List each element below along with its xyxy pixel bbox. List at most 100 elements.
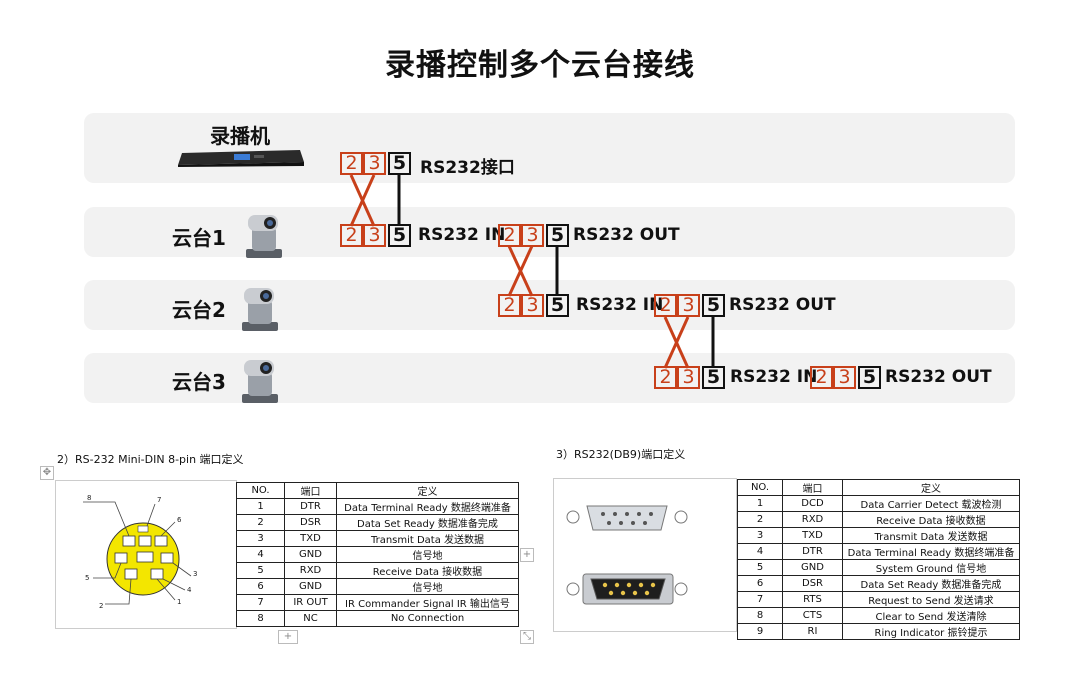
camera-label-3: 云台3 bbox=[172, 370, 226, 394]
camera-row-2 bbox=[84, 280, 1015, 330]
pin-2: 2 bbox=[340, 152, 363, 175]
camera-label-1: 云台1 bbox=[172, 226, 226, 250]
pin-3: 3 bbox=[521, 224, 544, 247]
mini-din-pin-label: 2 bbox=[99, 602, 103, 610]
mini-din-pin-label: 3 bbox=[193, 570, 197, 578]
pin-5: 5 bbox=[858, 366, 881, 389]
mini-din-pin-label: 8 bbox=[87, 494, 91, 502]
table-cell: 9 bbox=[737, 623, 783, 640]
table-cell: NC bbox=[284, 610, 337, 627]
page-title: 录播控制多个云台接线 bbox=[385, 48, 695, 83]
table-cell: RXD bbox=[284, 562, 337, 579]
ptz-camera-icon bbox=[246, 215, 282, 258]
table-cell: 3 bbox=[236, 530, 285, 547]
column-header: 端口 bbox=[782, 479, 843, 496]
pin-3: 3 bbox=[677, 294, 700, 317]
db9-caption: 3）RS232(DB9)端口定义 bbox=[556, 448, 686, 461]
table-cell: RTS bbox=[782, 591, 843, 608]
pin-3: 3 bbox=[521, 294, 544, 317]
move-handle-icon[interactable]: ✥ bbox=[40, 466, 54, 480]
table-cell: Data Carrier Detect 载波检测 bbox=[842, 495, 1020, 512]
mini-din-pin-label: 1 bbox=[177, 598, 181, 606]
camera-row-1 bbox=[84, 207, 1015, 257]
table-header-row: NO. 端口 定义 bbox=[737, 479, 1020, 496]
db9-connector-diagram bbox=[566, 505, 688, 605]
recorder-device-icon bbox=[178, 150, 304, 167]
table-cell: Receive Data 接收数据 bbox=[842, 511, 1020, 528]
table-cell: GND bbox=[284, 578, 337, 595]
add-row-icon[interactable]: + bbox=[278, 630, 298, 644]
table-cell: 4 bbox=[236, 546, 285, 563]
pin-5: 5 bbox=[388, 152, 411, 175]
table-cell: 5 bbox=[737, 559, 783, 576]
pin-3: 3 bbox=[677, 366, 700, 389]
pin-5: 5 bbox=[702, 366, 725, 389]
table-cell: CTS bbox=[782, 607, 843, 624]
table-cell: 8 bbox=[236, 610, 285, 627]
camera-label-2: 云台2 bbox=[172, 298, 226, 322]
table-cell: 信号地 bbox=[336, 546, 519, 563]
table-cell: System Ground 信号地 bbox=[842, 559, 1020, 576]
pin-2: 2 bbox=[654, 366, 677, 389]
table-cell: Data Set Ready 数据准备完成 bbox=[336, 514, 519, 531]
mini-din-pin-label: 7 bbox=[157, 496, 161, 504]
table-cell: 6 bbox=[236, 578, 285, 595]
mini-din-pin-label: 5 bbox=[85, 574, 89, 582]
table-cell: 5 bbox=[236, 562, 285, 579]
table-cell: 4 bbox=[737, 543, 783, 560]
pin-3: 3 bbox=[833, 366, 856, 389]
camera-1-in-label: RS232 IN bbox=[418, 225, 506, 245]
pin-2: 2 bbox=[810, 366, 833, 389]
table-cell: RXD bbox=[782, 511, 843, 528]
table-cell: Transmit Data 发送数据 bbox=[842, 527, 1020, 544]
recorder-row bbox=[84, 113, 1015, 183]
camera-3-in-label: RS232 IN bbox=[730, 367, 818, 387]
table-cell: Clear to Send 发送清除 bbox=[842, 607, 1020, 624]
pin-5: 5 bbox=[546, 294, 569, 317]
table-cell: DSR bbox=[782, 575, 843, 592]
table-cell: TXD bbox=[284, 530, 337, 547]
recorder-label: 录播机 bbox=[210, 124, 270, 148]
table-cell: DTR bbox=[782, 543, 843, 560]
column-header: 定义 bbox=[842, 479, 1020, 496]
table-cell: Ring Indicator 振铃提示 bbox=[842, 623, 1020, 640]
table-cell: 3 bbox=[737, 527, 783, 544]
pin-5: 5 bbox=[388, 224, 411, 247]
table-cell: 1 bbox=[236, 498, 285, 515]
camera-2-out-label: RS232 OUT bbox=[729, 295, 836, 315]
mini-din-connector-diagram: 8 7 6 5 3 4 2 1 bbox=[83, 494, 197, 610]
resize-handle-icon[interactable]: ⤡ bbox=[520, 630, 534, 644]
table-cell: Transmit Data 发送数据 bbox=[336, 530, 519, 547]
table-cell: GND bbox=[284, 546, 337, 563]
column-header: 定义 bbox=[336, 482, 519, 499]
ptz-camera-icon bbox=[242, 288, 278, 331]
table-cell: Receive Data 接收数据 bbox=[336, 562, 519, 579]
table-cell: 7 bbox=[236, 594, 285, 611]
add-column-icon[interactable]: + bbox=[520, 548, 534, 562]
column-header: NO. bbox=[737, 479, 783, 496]
column-header: NO. bbox=[236, 482, 285, 499]
camera-1-out-label: RS232 OUT bbox=[573, 225, 680, 245]
mini-din-pin-label: 4 bbox=[187, 586, 192, 594]
mini-din-caption: 2）RS-232 Mini-DIN 8-pin 端口定义 bbox=[57, 453, 244, 466]
table-cell: Data Terminal Ready 数据终端准备 bbox=[842, 543, 1020, 560]
table-cell: 2 bbox=[236, 514, 285, 531]
table-cell: DSR bbox=[284, 514, 337, 531]
pin-2: 2 bbox=[340, 224, 363, 247]
table-cell: Data Terminal Ready 数据终端准备 bbox=[336, 498, 519, 515]
table-cell: 信号地 bbox=[336, 578, 519, 595]
